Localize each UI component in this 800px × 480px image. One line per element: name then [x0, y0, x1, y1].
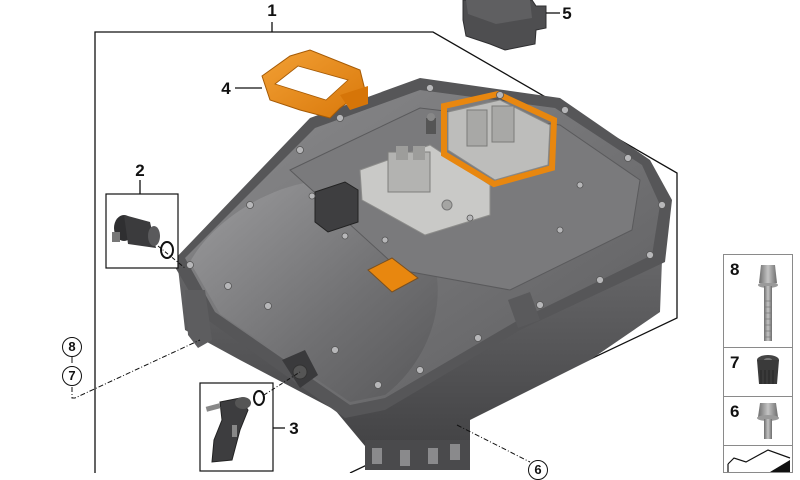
part-5-dark-cover	[462, 0, 560, 51]
threaded-insert-icon	[757, 355, 779, 384]
side-item-number: 6	[730, 402, 740, 421]
part-3-box	[199, 371, 301, 472]
sheet-icon	[727, 449, 791, 472]
short-bolt-icon	[757, 403, 779, 439]
side-item-sheet	[724, 446, 792, 472]
circled-ref-7: 7	[62, 366, 82, 386]
housing-main-unit	[172, 78, 672, 470]
part-4-orange-bracket	[235, 49, 368, 119]
callout-4-label: 4	[221, 79, 231, 98]
callout-5-label: 5	[562, 4, 571, 23]
hardware-side-panel: 8 7 6	[723, 254, 793, 473]
circled-ref-8: 8	[62, 337, 82, 357]
part-2-box	[105, 180, 186, 269]
callout-3-label: 3	[289, 419, 298, 438]
callout-1-label: 1	[267, 1, 276, 20]
circled-ref-6: 6	[528, 460, 548, 480]
side-item-number: 7	[730, 353, 740, 372]
callout-2-label: 2	[135, 161, 144, 180]
leader-lines	[71, 339, 531, 463]
side-item-bolt-short: 6	[724, 397, 792, 446]
long-bolt-icon	[758, 265, 778, 341]
side-item-bolt-long: 8	[724, 255, 792, 348]
side-item-number: 8	[730, 260, 740, 279]
side-item-insert: 7	[724, 348, 792, 397]
